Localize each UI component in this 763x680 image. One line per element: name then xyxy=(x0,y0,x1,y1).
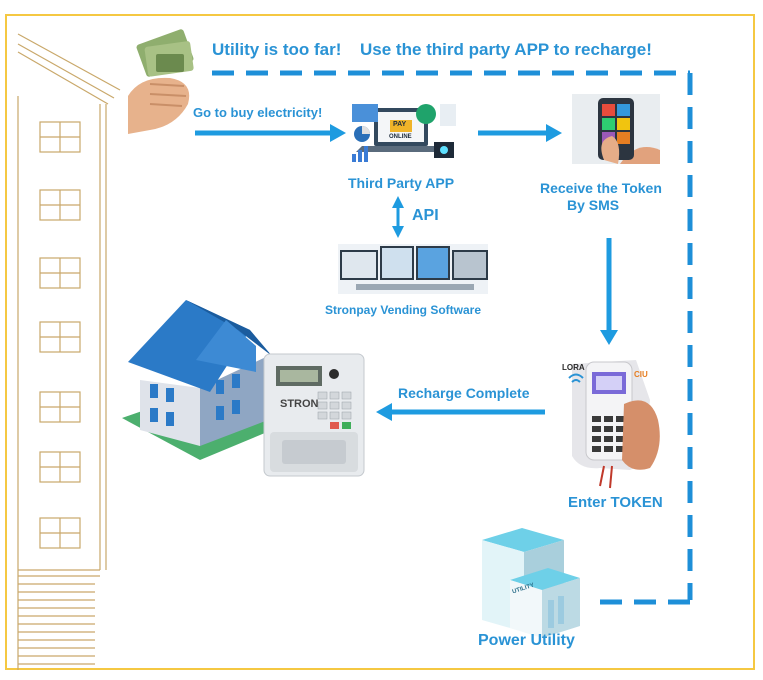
online-text: ONLINE xyxy=(389,134,412,140)
title-part1: Utility is too far! xyxy=(212,40,342,59)
laptop-payment-icon xyxy=(352,104,456,162)
meter-brand-text: STRON xyxy=(280,398,319,410)
label-power-utility: Power Utility xyxy=(478,632,575,649)
lora-text: LORA xyxy=(562,363,585,372)
label-api: API xyxy=(412,207,439,224)
pay-text: PAY xyxy=(393,121,407,128)
label-buy-electricity: Go to buy electricity! xyxy=(193,105,323,120)
label-recharge-complete: Recharge Complete xyxy=(398,385,530,401)
house-icon xyxy=(122,300,296,460)
phone-hand-icon xyxy=(572,94,660,164)
label-enter-token: Enter TOKEN xyxy=(568,494,663,511)
ciu-keypad-icon xyxy=(568,360,660,489)
title-part2: Use the third party APP to recharge! xyxy=(360,40,652,59)
dashed-route xyxy=(212,70,693,605)
label-receive-token-1: Receive the Token xyxy=(540,180,662,196)
label-third-party-app: Third Party APP xyxy=(348,175,455,191)
ciu-text: CIU xyxy=(634,370,648,379)
utility-building-icon xyxy=(482,528,580,638)
smart-meter-icon xyxy=(263,353,365,477)
diagram-frame xyxy=(5,14,755,670)
money-hand-icon xyxy=(128,29,194,134)
building-outline-icon xyxy=(17,33,121,670)
label-receive-token-2: By SMS xyxy=(567,197,620,213)
arrows xyxy=(195,124,618,421)
label-vending-software: Stronpay Vending Software xyxy=(325,303,482,317)
monitors-icon xyxy=(338,244,488,294)
